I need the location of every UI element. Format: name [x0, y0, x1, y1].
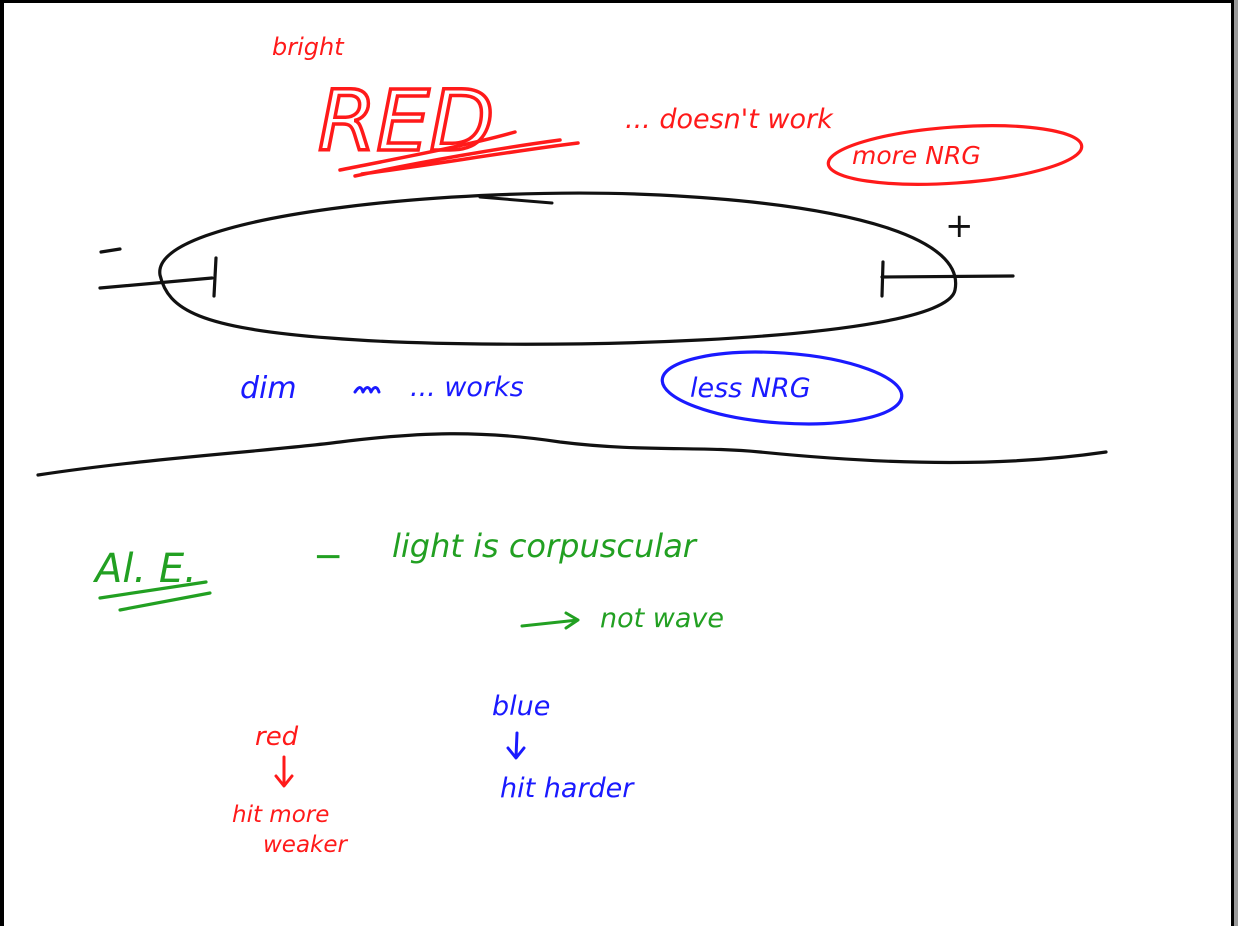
frame-right-shadow: [1234, 0, 1238, 926]
note-hit-harder: hit harder: [500, 773, 635, 804]
minus-sign-mark: [99, 247, 122, 254]
note-ae: Al. E.: [92, 546, 197, 592]
blue-down-arrow: [506, 731, 526, 760]
red-down-arrow: [274, 755, 294, 788]
note-doesnt-work: ... doesn't work: [625, 104, 834, 135]
more-nrg-circle: [826, 124, 1084, 186]
note-corpuscular: light is corpuscular: [392, 527, 698, 565]
arrow-not-wave: [520, 611, 580, 630]
note-bright: bright: [272, 33, 345, 61]
note-works: ... works: [410, 372, 524, 403]
plus-sign: +: [945, 206, 974, 246]
note-weaker: weaker: [263, 832, 349, 858]
ae-underline: [98, 580, 212, 612]
discharge-tube: [158, 191, 958, 346]
note-red-word: red: [255, 722, 299, 752]
less-nrg-circle: [660, 350, 904, 426]
note-more-nrg: more NRG: [852, 141, 981, 170]
section-divider-line: [36, 432, 1108, 477]
note-not-wave: not wave: [600, 603, 724, 634]
red-underline-strokes: [338, 130, 580, 178]
note-dim: dim: [240, 371, 297, 406]
cathode-electrode: [98, 256, 218, 298]
tube-overlap-stroke: [478, 195, 554, 205]
note-hit-more: hit more: [232, 802, 329, 828]
frame-left-border: [0, 0, 4, 926]
note-blue-word: blue: [492, 691, 550, 722]
note-dash: −: [313, 536, 343, 577]
anode-electrode: [880, 260, 1015, 298]
note-less-nrg: less NRG: [690, 373, 811, 404]
frame-top-border: [0, 0, 1234, 3]
dim-scribble: [353, 386, 381, 394]
frame-right-border: [1231, 0, 1234, 926]
